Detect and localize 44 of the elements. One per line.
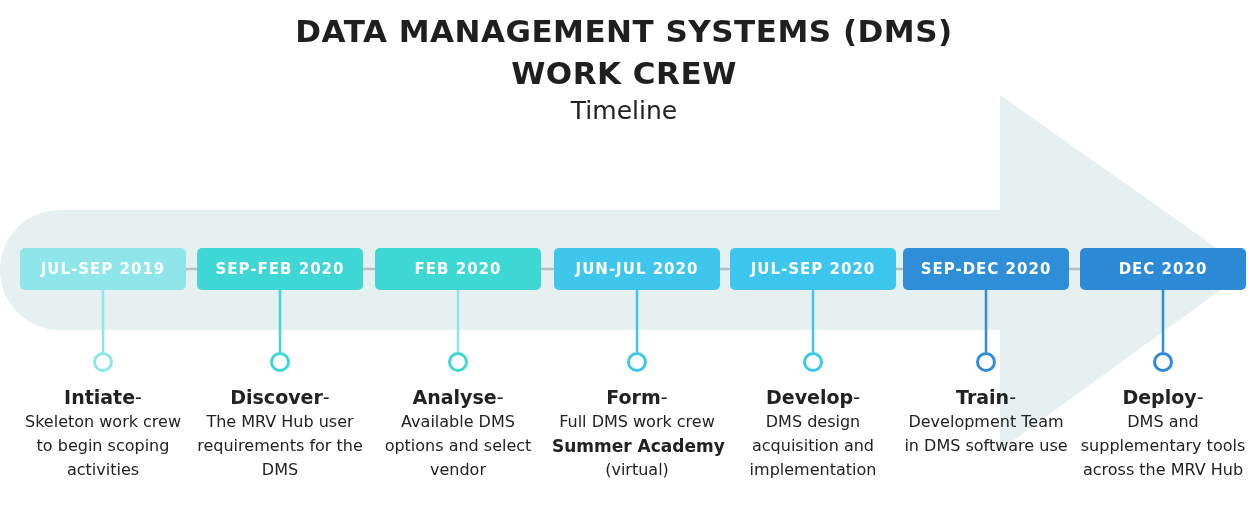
phase-description: Skeleton work crew to begin scoping activities xyxy=(24,411,182,481)
phase-description: DMS design acquisition and implementation xyxy=(748,411,878,481)
timeline-line xyxy=(720,267,730,271)
phase-description: Development Team in DMS software use xyxy=(903,411,1069,457)
subtitle: Timeline xyxy=(569,96,679,125)
connector-line xyxy=(1161,290,1165,352)
timeline-marker xyxy=(803,352,823,372)
timeline-marker xyxy=(1153,352,1173,372)
phase-description: Available DMS options and select vendor xyxy=(383,411,533,481)
date-box: JUN-JUL 2020 xyxy=(554,248,720,290)
timeline-line xyxy=(363,267,375,271)
phase-heading: Develop- xyxy=(765,385,861,410)
connector-line xyxy=(456,290,460,352)
timeline-marker xyxy=(448,352,468,372)
phase-heading: Intiate- xyxy=(63,385,143,410)
timeline-marker xyxy=(93,352,113,372)
connector-line xyxy=(811,290,815,352)
phase-heading: Train- xyxy=(955,385,1017,410)
phase-heading: Deploy- xyxy=(1121,385,1205,410)
phase-heading: Discover- xyxy=(229,385,331,410)
timeline-marker xyxy=(976,352,996,372)
connector-line xyxy=(984,290,988,352)
timeline-marker xyxy=(627,352,647,372)
date-box: JUL-SEP 2019 xyxy=(20,248,186,290)
title: DATA MANAGEMENT SYSTEMS (DMS) WORK CREW xyxy=(294,12,954,93)
date-box: DEC 2020 xyxy=(1080,248,1246,290)
phase-description: The MRV Hub user requirements for the DMS xyxy=(196,411,364,481)
phase-heading: Form- xyxy=(605,385,669,410)
phase-description: Full DMS work crew xyxy=(558,411,716,433)
phase-description: DMS and supplementary tools across the MRV Hub xyxy=(1079,411,1247,481)
date-box: FEB 2020 xyxy=(375,248,541,290)
connector-line xyxy=(101,290,105,352)
phase-description: (virtual) xyxy=(604,459,670,481)
timeline-line xyxy=(186,267,197,271)
date-box: SEP-FEB 2020 xyxy=(197,248,363,290)
timeline-marker xyxy=(270,352,290,372)
date-box: SEP-DEC 2020 xyxy=(903,248,1069,290)
timeline-line xyxy=(896,267,903,271)
timeline-line xyxy=(1069,267,1080,271)
connector-line xyxy=(635,290,639,352)
phase-heading: Analyse- xyxy=(411,385,505,410)
timeline-line xyxy=(541,267,554,271)
date-box: JUL-SEP 2020 xyxy=(730,248,896,290)
connector-line xyxy=(278,290,282,352)
